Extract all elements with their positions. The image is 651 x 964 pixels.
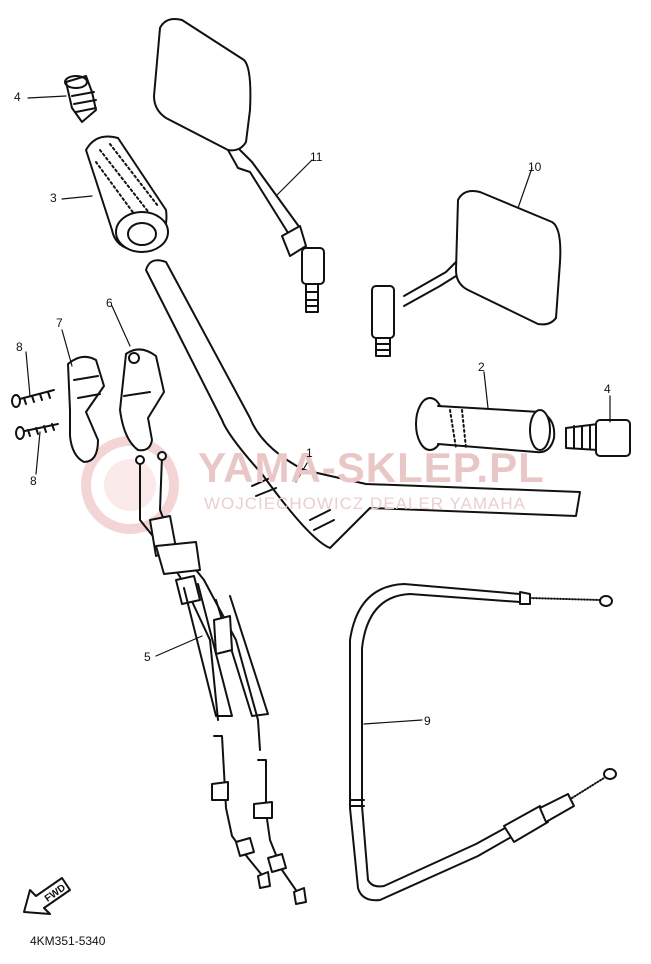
mirror-right [372,191,560,356]
right-grip [416,398,554,452]
callout-1: 1 [306,446,313,460]
callout-4-left: 4 [14,90,21,104]
callout-2: 2 [478,360,485,374]
watermark-subtitle: WOJCIECHOWICZ DEALER YAMAHA [204,494,527,513]
fwd-arrow [24,878,70,914]
callout-5: 5 [144,650,151,664]
leader-lines [26,96,610,724]
bar-end-weight-right [566,420,630,456]
callout-8-lower: 8 [30,474,37,488]
callout-4-right: 4 [604,382,611,396]
callout-7: 7 [56,316,63,330]
bar-end-weight-left [65,76,96,122]
throttle-housing-upper [120,349,164,450]
throttle-housing-lower [68,357,104,462]
mirror-left [154,19,324,312]
part-number: 4KM351-5340 [30,934,106,948]
throttle-cables [136,452,306,904]
callout-9: 9 [424,714,431,728]
watermark-title: YAMA-SKLEP.PL [198,444,545,491]
callout-11: 11 [310,150,323,164]
callout-10: 10 [528,160,542,174]
screw-upper [12,390,54,407]
clutch-cable [350,584,616,900]
screw-lower [16,424,58,439]
callout-6: 6 [106,296,113,310]
callout-8-upper: 8 [16,340,23,354]
left-grip [86,137,168,253]
callout-3: 3 [50,191,57,205]
handlebar [146,260,580,548]
